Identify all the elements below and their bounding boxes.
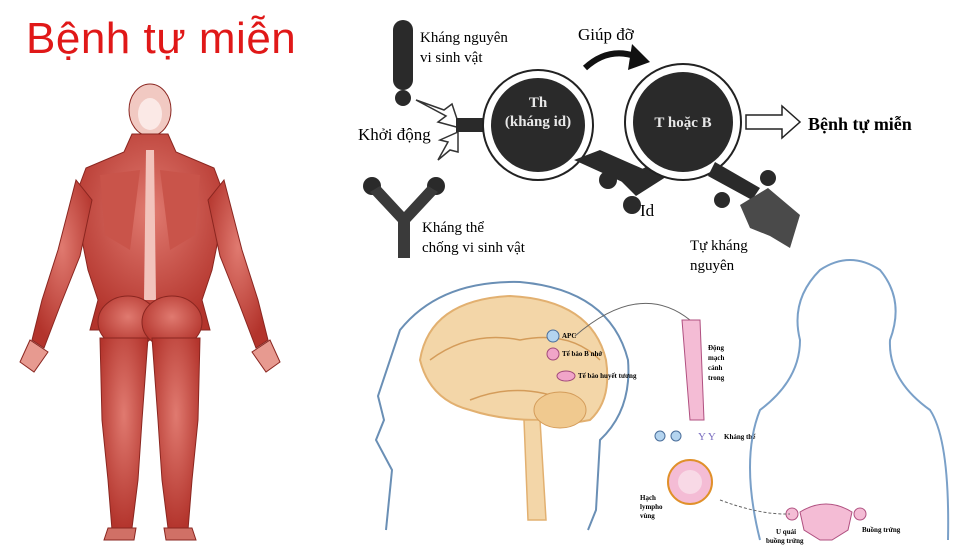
brain-shape [418,294,609,424]
uterus-ovary-illustration [785,503,867,541]
page-title: Bệnh tự miễn [26,14,297,63]
lymph-label-2: lympho [640,503,663,511]
autoantigen-label-1: Tự kháng [690,238,748,254]
artery-label-4: trong [708,374,725,382]
ovary-label: Buồng trứng [862,526,901,534]
self-antigen-shape [708,162,800,248]
th-label-2: (kháng id) [505,114,571,130]
antibody-label-1: Kháng thể [422,220,484,236]
t-or-b-cell: T hoặc B [624,63,742,181]
lymph-label-3: vùng [640,512,655,520]
apc-label: APC [562,332,576,340]
disease-label: Bệnh tự miễn [808,114,912,134]
tumor-label-1: U quái [776,528,796,536]
antibody-label: Kháng thể [724,433,756,441]
artery-label-2: mạch [708,354,724,362]
artery-label-1: Động [708,344,724,352]
human-body-back-view [19,83,281,541]
female-body-outline [749,259,950,541]
artery-label-3: cảnh [708,364,723,372]
antibody-label-2: chống vi sinh vật [422,240,526,256]
head-outline [374,280,630,531]
carotid-artery [681,319,705,421]
plasma-cell-label: Tế bào huyết tương [578,372,637,380]
antigen-label-2: vi sinh vật [420,50,483,66]
disease-arrow [745,104,802,140]
microbial-antigen-shape [393,20,413,106]
id-label: Id [640,201,655,220]
naive-b-label: Tế bào B nhớ [562,350,602,358]
tb-label: T hoặc B [654,115,711,131]
help-label: Giúp đỡ [578,25,635,44]
autoantigen-label-2: nguyên [690,258,735,274]
th-label-1: Th [529,95,548,111]
start-label: Khởi động [358,125,431,144]
tumor-label-2: buồng trứng [766,537,804,545]
th-cell: Th (kháng id) [482,69,594,181]
antigen-label-1: Kháng nguyên [420,30,508,46]
lymph-node [667,459,713,505]
antibody-y-icons: Y Y [698,431,716,443]
antibody-y-shape [363,177,445,258]
lymph-label-1: Hạch [640,494,656,502]
